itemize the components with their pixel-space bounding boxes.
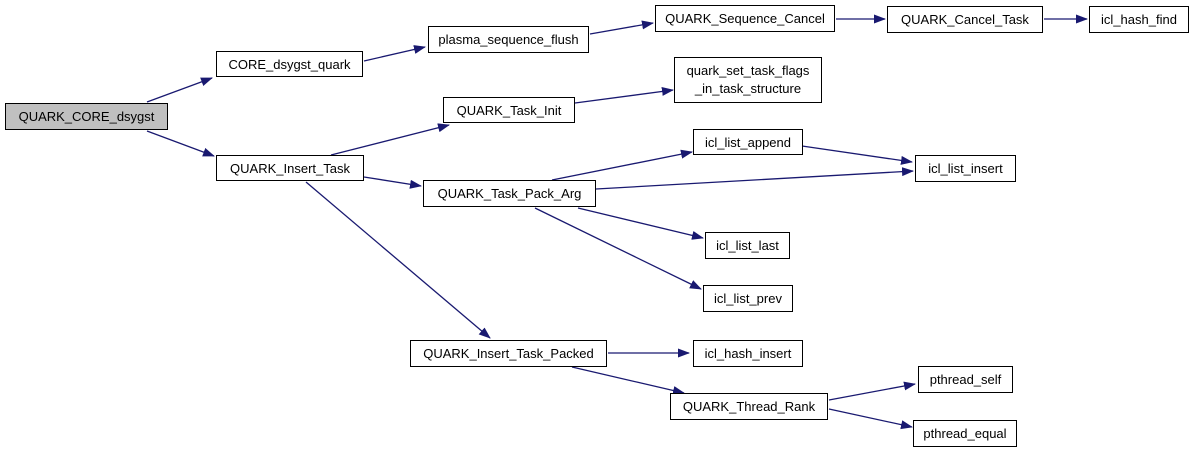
node-icl-hash-find[interactable]: icl_hash_find [1089, 6, 1189, 33]
edge-quark-task-pack-arg-to-icl-list-last [577, 207, 704, 240]
node-quark-insert-task[interactable]: QUARK_Insert_Task [216, 155, 364, 181]
node-quark-task-pack-arg[interactable]: QUARK_Task_Pack_Arg [423, 180, 596, 207]
edge-quark-task-pack-arg-to-icl-list-prev [534, 207, 702, 290]
node-pthread-self[interactable]: pthread_self [918, 366, 1013, 393]
node-label-line1: quark_set_task_flags [686, 63, 810, 78]
node-quark-cancel-task[interactable]: QUARK_Cancel_Task [887, 6, 1043, 33]
node-icl-list-prev[interactable]: icl_list_prev [703, 285, 793, 312]
edge-quark-insert-task-to-quark-task-init [330, 123, 450, 156]
node-pthread-equal[interactable]: pthread_equal [913, 420, 1017, 447]
edge-quark-task-pack-arg-to-icl-list-append [551, 149, 693, 181]
edge-core-dsygst-quark-to-plasma-sequence-flush [363, 45, 426, 62]
edge-quark-insert-task-packed-to-quark-thread-rank [571, 366, 685, 395]
edge-plasma-sequence-flush-to-quark-sequence-cancel [589, 20, 654, 35]
edge-quark-thread-rank-to-pthread-equal [828, 408, 913, 430]
edge-quark-thread-rank-to-pthread-self [828, 381, 916, 401]
edge-quark-task-init-to-quark-set-task-flags [574, 86, 674, 104]
node-quark-set-task-flags-in-task-structure[interactable]: quark_set_task_flags _in_task_structure [674, 57, 822, 103]
node-icl-hash-insert[interactable]: icl_hash_insert [693, 340, 803, 367]
node-quark-task-init[interactable]: QUARK_Task_Init [443, 97, 575, 123]
node-core-dsygst-quark[interactable]: CORE_dsygst_quark [216, 51, 363, 77]
node-quark-thread-rank[interactable]: QUARK_Thread_Rank [670, 393, 828, 420]
edge-quark-insert-task-to-quark-task-pack-arg [363, 176, 422, 189]
node-icl-list-last[interactable]: icl_list_last [705, 232, 790, 259]
node-icl-list-append[interactable]: icl_list_append [693, 129, 803, 155]
node-icl-list-insert[interactable]: icl_list_insert [915, 155, 1016, 182]
edge-icl-list-append-to-icl-list-insert [801, 145, 913, 165]
edge-quark-task-pack-arg-to-icl-list-insert [595, 167, 914, 190]
node-label-line2: _in_task_structure [694, 81, 802, 96]
node-quark-core-dsygst: QUARK_CORE_dsygst [5, 103, 168, 130]
edge-quark-core-dsygst-to-quark-insert-task [146, 130, 215, 157]
node-plasma-sequence-flush[interactable]: plasma_sequence_flush [428, 26, 589, 53]
edge-quark-core-dsygst-to-core-dsygst-quark [146, 77, 213, 103]
node-quark-insert-task-packed[interactable]: QUARK_Insert_Task_Packed [410, 340, 607, 367]
node-quark-sequence-cancel[interactable]: QUARK_Sequence_Cancel [655, 5, 835, 32]
